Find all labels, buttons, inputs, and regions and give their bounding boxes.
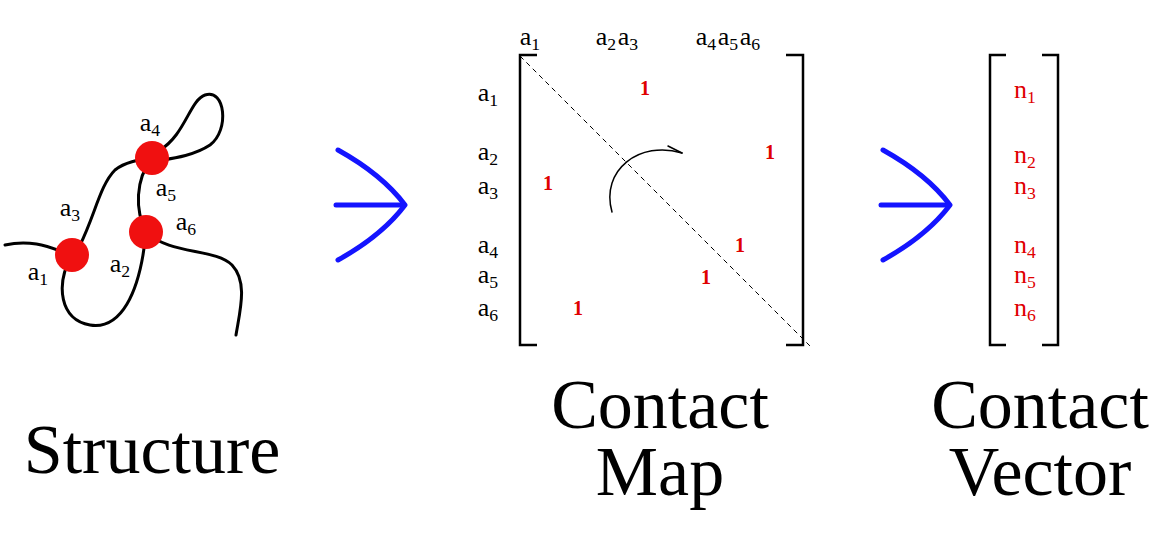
diagonal-line [520,56,812,348]
contact-entry: 1 [640,78,650,98]
contact-entry: 1 [543,173,553,193]
panel-caption: Structure [2,417,302,484]
column-label: a5 [718,24,738,50]
contact-entry: 1 [735,235,745,255]
transform-arrow [881,150,950,260]
contact-entry: 1 [573,298,583,318]
vector-entry: n2 [1014,142,1036,168]
row-label: a4 [478,232,498,258]
row-label: a6 [478,295,498,321]
left-bracket [990,55,1006,345]
residue-label: a4 [140,110,160,136]
residue-label: a1 [28,259,48,285]
right-bracket [786,55,803,345]
symmetry-arrow [610,146,682,212]
panel-caption: Contact Vector [924,372,1155,505]
polymer-chain [5,94,242,335]
right-bracket [1042,55,1058,345]
vector-entry: n1 [1014,77,1036,103]
column-label: a1 [520,24,540,50]
column-label: a3 [618,24,638,50]
row-label: a1 [478,80,498,106]
residue-label: a6 [176,209,196,235]
arrow-barb [668,146,682,153]
column-label: a6 [740,24,760,50]
column-label: a4 [696,24,716,50]
row-label: a2 [478,139,498,165]
contact-dot [55,238,89,272]
residue-label: a5 [156,175,176,201]
vector-entry: n5 [1014,262,1036,288]
residue-label: a2 [110,251,130,277]
contact-entry: 1 [701,267,711,287]
row-label: a5 [478,262,498,288]
curved-arrow [610,150,682,212]
column-label: a2 [596,24,616,50]
transform-arrow [336,150,405,260]
chain-segment [146,232,242,335]
arrow-bar [336,203,403,208]
contact-entry: 1 [765,142,775,162]
contact-dot [135,141,169,175]
chain-loop [160,94,223,160]
left-bracket [520,55,537,345]
vector-entry: n3 [1014,173,1036,199]
residue-label: a3 [60,195,80,221]
panel-caption: Contact Map [535,372,785,505]
vector-entry: n4 [1014,232,1036,258]
vector-entry: n6 [1014,295,1036,321]
arrow-bar [881,203,948,208]
row-label: a3 [478,173,498,199]
contact-dot [129,215,163,249]
matrix-brackets [520,55,1058,345]
